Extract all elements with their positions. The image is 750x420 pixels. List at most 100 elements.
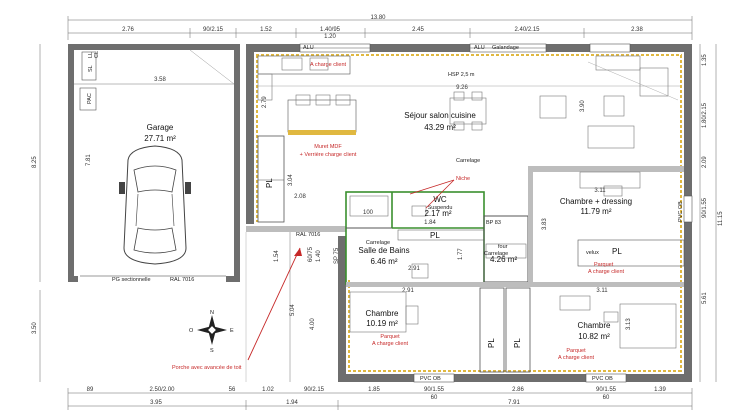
porch-area [245, 232, 291, 382]
velux-label: velux [586, 250, 599, 256]
wc-area: 2.17 m² [424, 209, 451, 218]
dim-bottom: 1.02 [262, 387, 274, 393]
dim-390: 3.90 [580, 100, 586, 112]
dim-313: 3.13 [626, 318, 632, 330]
dining-table [449, 91, 487, 131]
sdb-name: Salle de Bains [358, 246, 409, 255]
verriere-annotation: + Verrière charge client [300, 152, 357, 158]
chambre-dressing-walls [528, 166, 685, 282]
chambre1-area: 10.19 m² [366, 319, 398, 328]
dim-top-seg: 2.45 [412, 27, 424, 33]
closets-bottom [479, 287, 531, 373]
hall-carrelage: Carrelage [484, 251, 508, 257]
muret-annotation: Muret MDF [314, 144, 342, 150]
garage-walls [68, 44, 240, 282]
dim-bottom: 90/2.15 [304, 387, 325, 393]
alu-left-label: ALU [303, 45, 314, 51]
alu-right-label: ALU [474, 45, 485, 51]
hall-area: 4.26 m² [490, 255, 517, 264]
dim-top-seg: 2.38 [631, 27, 643, 33]
dim-bottom: 90/1.55 [596, 387, 617, 393]
dim-bottom: 1.85 [368, 387, 380, 393]
chambre1-furniture [349, 291, 419, 333]
sejour-name: Séjour salon cuisine [404, 111, 476, 120]
pg-sectionnelle-label: PG sectionnelle [112, 277, 151, 283]
pvc-ob-bottom1: PVC OB [420, 376, 441, 382]
dim-top-seg: 2.40/2.15 [514, 27, 540, 33]
closet-left [257, 135, 285, 223]
right-dimension-lines [699, 44, 717, 382]
cl-label: CL [94, 51, 100, 58]
galandage-label: Galandage [492, 45, 519, 51]
dim-291-sdb: 2.91 [408, 266, 420, 272]
dim-left: 8.25 [32, 156, 38, 168]
chambre2-note2: A charge client [558, 355, 595, 361]
house-walls [246, 44, 692, 382]
dim-bottom: 2.50/2.00 [149, 387, 175, 393]
dim-926: 9.26 [456, 85, 468, 91]
four-label: four [498, 244, 508, 250]
dim-177: 1.77 [458, 248, 464, 260]
garage-name: Garage [147, 123, 174, 132]
dim-bottom: 56 [229, 387, 236, 393]
pac-unit [79, 87, 97, 111]
pvc-ob-bottom-window-2 [585, 373, 627, 383]
pl-garage-label: PL [265, 178, 274, 188]
dim-bottom: 89 [87, 387, 94, 393]
dim-top-seg: 2.76 [122, 27, 134, 33]
pl-chambre-label: PL [612, 247, 622, 256]
chambre-dressing-area: 11.79 m² [581, 207, 612, 216]
pvc-ob-right-window [683, 195, 693, 223]
dim-208: 2.08 [294, 194, 306, 200]
insulation-lines [256, 54, 682, 372]
chambre1-note2: A charge client [372, 341, 409, 347]
dim-291-low: 2.91 [402, 288, 414, 294]
ral-garage-label: RAL 7016 [170, 277, 194, 283]
porche-annotation: Porche avec avancée de toit [172, 365, 242, 371]
dim-bottom-sub: 60 [603, 395, 610, 401]
sl-label: SL [88, 65, 94, 72]
dim-bottom-sub: 60 [431, 395, 438, 401]
dim-bottom: 1.39 [654, 387, 666, 393]
dim-top-total: 13.80 [370, 15, 386, 21]
dim-right: 2.09 [702, 156, 708, 168]
living-furniture [539, 55, 679, 149]
chambre2-note1: Parquet [566, 348, 586, 354]
pl-sdb-label: PL [430, 231, 440, 240]
dim-304: 3.04 [288, 174, 294, 186]
acharge-dressing: A charge client [588, 269, 625, 275]
hsp-label: HSP 2,5 m [448, 72, 475, 78]
compass-icon [197, 315, 227, 345]
chambre1-name: Chambre [366, 309, 399, 318]
dim-top-sub: 1.20 [324, 34, 336, 40]
dim-154: 1.54 [274, 250, 280, 262]
dim-left: 3.50 [32, 322, 38, 334]
dim-garage-781: 7.81 [86, 154, 92, 166]
pl-small2-label: PL [513, 338, 522, 348]
dim-504: 5.04 [290, 304, 296, 316]
chambre2-name: Chambre [578, 321, 611, 330]
compass-e: E [230, 328, 234, 334]
dim-right: 90/1.55 [702, 197, 708, 218]
wc-name: WC [433, 195, 447, 204]
carrelage-sejour: Carrelage [456, 158, 480, 164]
dim-279: 2.79 [262, 96, 268, 108]
compass-n: N [210, 310, 214, 316]
dim-right: 5.61 [702, 292, 708, 304]
chambre2-area: 10.82 m² [578, 332, 610, 341]
parquet-dressing: Parquet [594, 262, 614, 268]
dim-400: 4.00 [310, 318, 316, 330]
dim-100: 100 [363, 210, 374, 216]
dim-right: 1.35 [702, 54, 708, 66]
ll-label: LL [88, 52, 94, 58]
dim-311-top: 3.11 [594, 188, 606, 194]
niche-annotation: Niche [456, 176, 470, 182]
sdb-carrelage: Carrelage [366, 240, 390, 246]
dim-bottom: 90/1.55 [424, 387, 445, 393]
car-icon [119, 145, 191, 265]
pl-small1-label: PL [487, 338, 496, 348]
sdb-area: 6.46 m² [370, 257, 397, 266]
ral-porch-label: RAL 7016 [296, 232, 320, 238]
kitchen [257, 55, 357, 135]
chambre-dressing-name: Chambre + dressing [560, 197, 632, 206]
